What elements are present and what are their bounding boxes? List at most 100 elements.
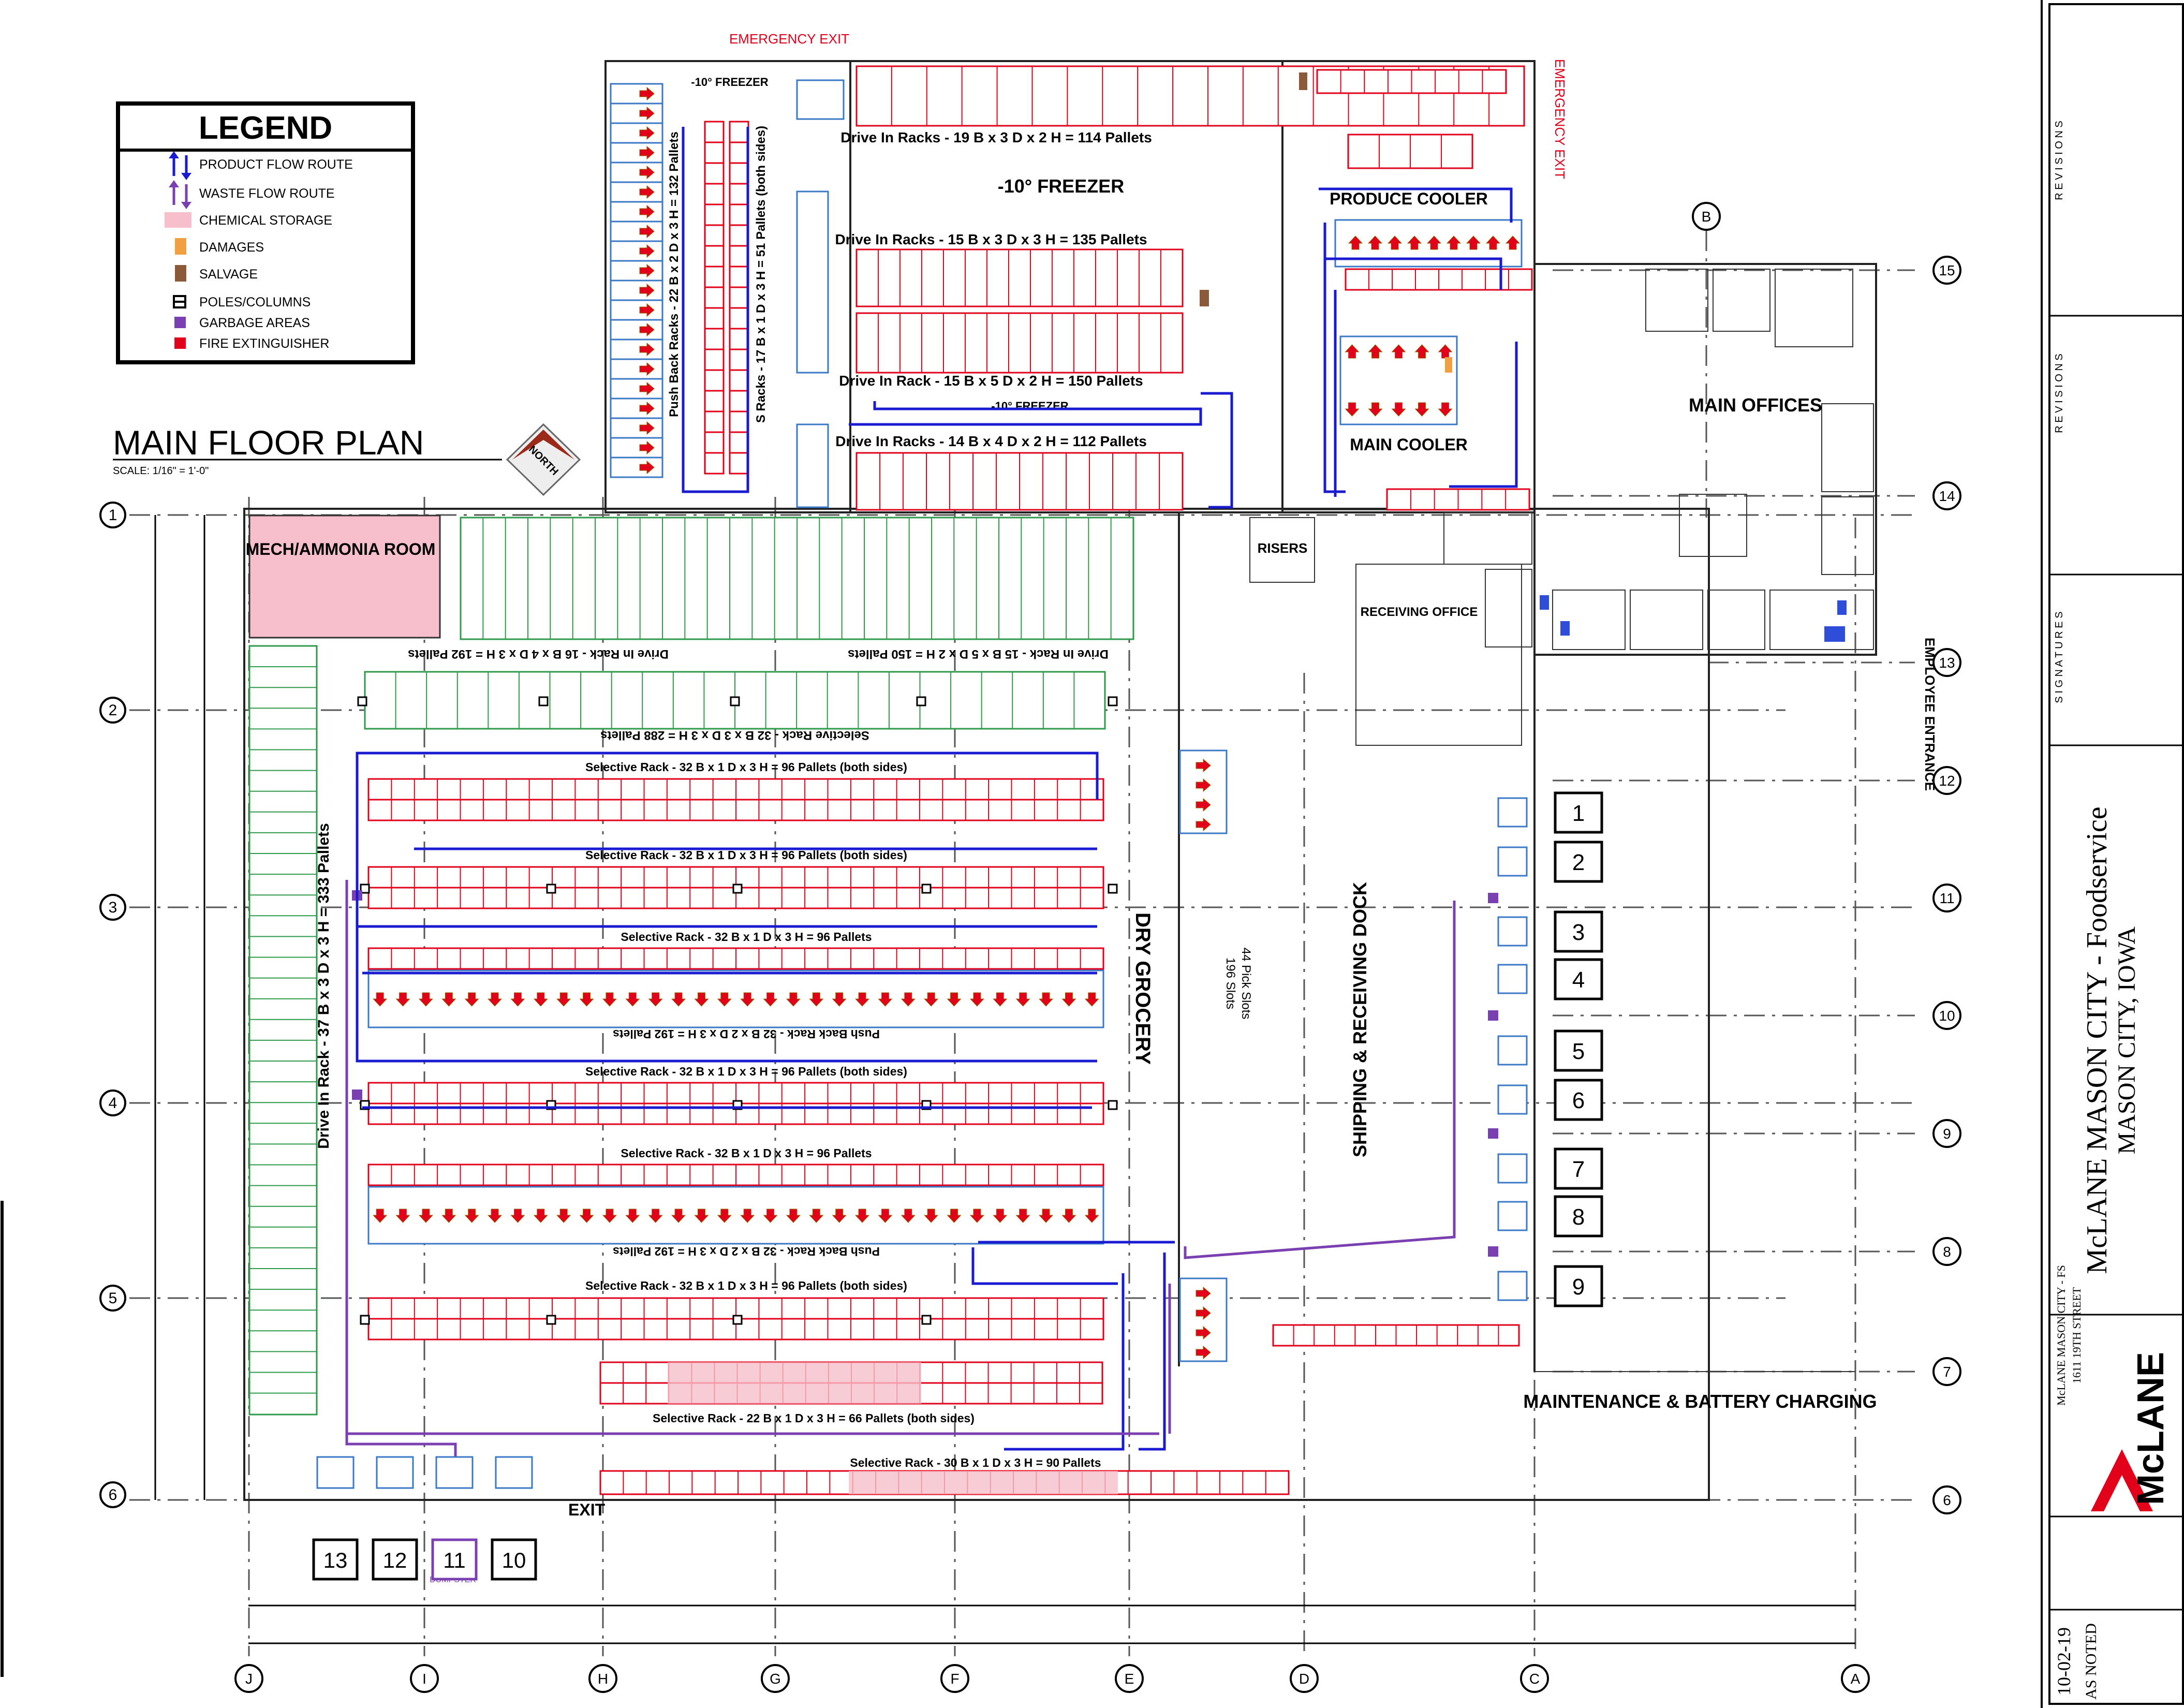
freezer-s-racks-label: S Racks - 17 B x 1 D x 3 H = 51 Pallets … (754, 126, 768, 423)
employee-entrance-label: EMPLOYEE ENTRANCE (1922, 638, 1938, 791)
push-back-arrows-2 (373, 1209, 1099, 1223)
pushback-arrow (639, 381, 655, 396)
freezer-s-rack-cell (704, 141, 725, 164)
grid-bubbles-left: 1 2 3 4 5 6 (99, 502, 205, 1508)
selective-top-label: Selective Rack - 32 B x 3 D x 3 H = 288 … (600, 728, 869, 742)
damages-swatch-icon (175, 238, 186, 255)
rack-row-5a (367, 1082, 1104, 1105)
pushback-cell (610, 279, 663, 301)
svg-text:1: 1 (109, 507, 117, 524)
legend-item-fire-extinguisher: FIRE EXTINGUISHER (199, 336, 329, 351)
freezer-s-rack-cell (704, 369, 725, 392)
bottom-dock-door (435, 1456, 474, 1489)
dock-number-5: 5 (1572, 1039, 1585, 1064)
dock-number-8: 8 (1572, 1204, 1585, 1230)
legend: LEGEND PRODUCT FLOW ROUTE WASTE FLOW ROU… (116, 101, 415, 364)
pushback-arrow (639, 362, 655, 376)
legend-item-product-flow: PRODUCT FLOW ROUTE (199, 157, 353, 172)
maintenance-label: MAINTENANCE & BATTERY CHARGING (1523, 1391, 1877, 1412)
revisions-heading-2: R E V I S I O N S (2054, 354, 2065, 433)
garbage-area-marker (1488, 1010, 1498, 1021)
mech-room-label: MECH/AMMONIA ROOM (246, 540, 436, 558)
mech-ammonia-room (248, 514, 441, 639)
svg-text:15: 15 (1939, 262, 1955, 278)
freezer-s-rack-cell (729, 431, 749, 454)
pick-slot-arrow (1196, 817, 1211, 832)
pole-column-icon (360, 884, 370, 894)
pole-column-icon (546, 884, 556, 894)
svg-text:G: G (770, 1671, 781, 1687)
garbage-area-marker (352, 1089, 362, 1100)
salvage-marker (1299, 72, 1307, 90)
dock-number-4: 4 (1572, 967, 1585, 993)
freezer-s-rack-cell (704, 203, 725, 226)
svg-text:B: B (1702, 209, 1711, 225)
exit-label: EXIT (568, 1500, 606, 1519)
dock-number-box (1554, 1195, 1603, 1238)
drive-in-left-label: Drive In Rack - 37 B x 3 D x 3 H = 333 P… (315, 823, 332, 1149)
freezer-s-rack-cell (729, 390, 749, 413)
pushback-arrow (639, 460, 655, 475)
pole-column-icon (732, 1315, 743, 1325)
svg-text:10: 10 (1939, 1008, 1955, 1024)
pushback-arrow (639, 224, 655, 239)
pushback-cell (610, 417, 663, 439)
freezer-rack-label-1: Drive In Racks - 19 B x 3 D x 2 H = 114 … (840, 129, 1152, 145)
svg-text:8: 8 (1943, 1244, 1951, 1260)
garbage-area-marker (1488, 1128, 1498, 1139)
freezer-s-rack-cell (729, 452, 749, 475)
svg-text:14: 14 (1939, 488, 1955, 504)
pushback-cell (610, 240, 663, 262)
freezer-rack-row-4 (855, 452, 1184, 511)
freezer-s-rack-cell (704, 245, 725, 268)
freezer-s-rack-cell (729, 245, 749, 268)
drive-in-top-b-label: Drive In Rack - 15 B x 5 D x 2 H = 150 P… (848, 647, 1109, 661)
pushback-cell (610, 83, 663, 105)
svg-text:6: 6 (109, 1486, 117, 1504)
sheet-short-name: McLANE MASON CITY - FS (2055, 1265, 2068, 1406)
freezer-s-rack-cell (729, 121, 749, 143)
freezer-s-rack-cell (729, 348, 749, 371)
freezer-s-rack-cell (704, 224, 725, 247)
project-street: 1611 19TH STREET (2070, 1287, 2083, 1383)
main-cooler-arrows (1345, 344, 1453, 359)
rack-row-label-9: Selective Rack - 22 B x 1 D x 3 H = 66 P… (653, 1411, 975, 1425)
freezer-s-rack-cell (704, 452, 725, 475)
freezer-s-rack-cell (729, 203, 749, 226)
freezer-rack-row-3 (855, 312, 1184, 374)
waste-flow-arrows-icon (169, 180, 191, 209)
pushback-cell (610, 319, 663, 341)
pushback-arrow (639, 185, 655, 199)
product-flow-arrows-icon (169, 151, 191, 180)
bottom-dock-number-11: 11 (443, 1548, 466, 1572)
freezer-corridor-label: -10° FREEZER (991, 400, 1068, 413)
svg-text:5: 5 (109, 1290, 117, 1307)
legend-title: LEGEND (199, 110, 332, 146)
freezer-s-rack-cell (729, 328, 749, 350)
pushback-cell (610, 260, 663, 282)
rack-row-3 (367, 947, 1104, 970)
revisions-heading: R E V I S I O N S (2054, 121, 2065, 200)
bottom-dock-box (491, 1538, 537, 1581)
dock-door-1 (1497, 797, 1528, 828)
push-back-arrows-1 (373, 992, 1099, 1007)
freezer-s-rack-cell (729, 266, 749, 288)
dock-number-box (1554, 958, 1603, 1000)
freezer-s-block (796, 423, 829, 508)
shipping-dock-label: SHIPPING & RECEIVING DOCK (1349, 882, 1370, 1157)
freezer-push-back-racks (610, 79, 845, 508)
mclane-logo-icon: McLANE (2091, 1352, 2172, 1511)
rack-row-6 (367, 1164, 1104, 1186)
pushback-arrow (639, 126, 655, 140)
pick-slot-arrow (1196, 1326, 1211, 1340)
freezer-s-rack-cell (704, 348, 725, 371)
pushback-cell (610, 397, 663, 419)
dock-number-3: 3 (1572, 920, 1585, 945)
pushback-cell (610, 220, 663, 242)
pole-column-icon (360, 1315, 370, 1325)
dock-number-box (1554, 910, 1603, 953)
pushback-arrow (639, 106, 655, 121)
pushback-arrow (639, 322, 655, 337)
rack-row-label-1: Selective Rack - 32 B x 1 D x 3 H = 96 P… (585, 760, 907, 774)
